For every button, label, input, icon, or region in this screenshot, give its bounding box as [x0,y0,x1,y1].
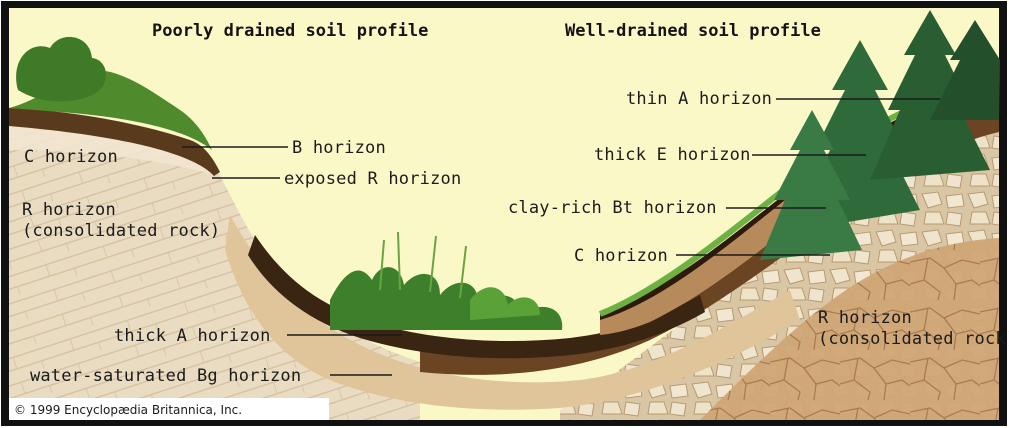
label-well-c: C horizon [574,246,668,266]
credit-background [9,398,329,420]
label-well-r-line1: R horizon [818,308,912,328]
thin-a-horizon-strip [600,82,999,320]
well-drained-r-horizon [700,238,999,420]
left-shrub [16,36,106,102]
poorly-drained-b-horizon [9,108,220,176]
label-poor-r-horizon-line2: (consolidated rock) [22,221,221,241]
poorly-drained-heading: Poorly drained soil profile [152,21,429,41]
label-poor-exposed-r: exposed R horizon [284,169,462,189]
valley-grass [330,231,563,330]
label-poor-b-horizon: B horizon [292,138,386,158]
well-drained-heading: Well-drained soil profile [565,21,821,41]
label-well-r-horizon: R horizon (consolidated rock) [818,308,1009,350]
callout-lines [182,98,940,376]
label-poor-r-horizon-line1: R horizon [22,200,116,220]
label-poor-thick-a: thick A horizon [114,326,271,346]
label-poor-c-horizon: C horizon [24,147,118,167]
copyright-credit: © 1999 Encyclopædia Britannica, Inc. [14,403,243,417]
label-poor-r-horizon: R horizon (consolidated rock) [22,200,220,242]
label-well-r-line2: (consolidated rock) [818,329,1009,349]
bg-horizon-layer [225,215,800,410]
conifer-trees [760,10,1000,260]
poorly-drained-c-horizon [9,118,215,175]
label-well-thin-a: thin A horizon [626,89,773,109]
label-well-bt: clay-rich Bt horizon [508,198,717,218]
label-well-thick-e: thick E horizon [594,145,751,165]
label-poor-bg: water-saturated Bg horizon [30,366,302,386]
